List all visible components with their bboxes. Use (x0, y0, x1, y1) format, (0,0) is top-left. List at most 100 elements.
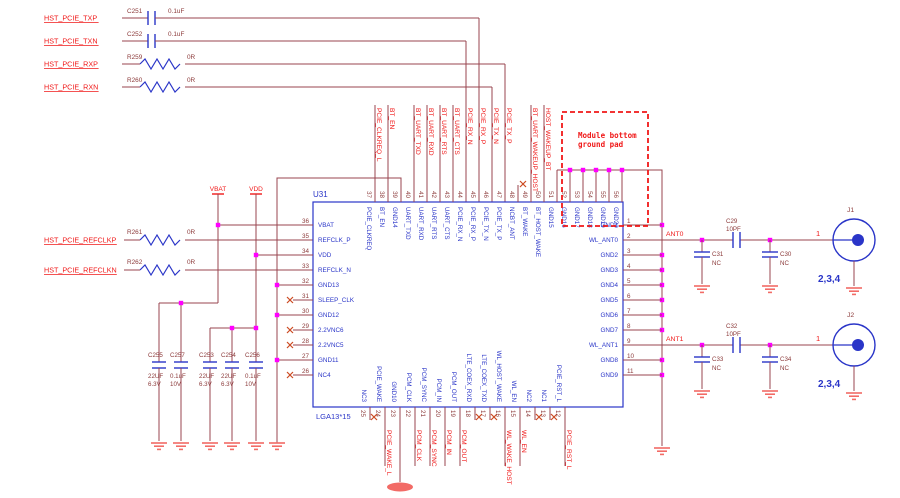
bottom-pin-17-name: LTE_COEX_TXD (480, 354, 487, 402)
bottom-pin-24-number: 24 (374, 410, 381, 417)
top-pin-49-number: 49 (521, 191, 528, 198)
junction-dot (215, 222, 221, 228)
top-pin-50-number: 50 (534, 191, 541, 198)
net-label-PCM_CLK: PCM_CLK (415, 430, 422, 462)
bottom-pin-13-number: 13 (539, 410, 546, 417)
bottom-pin-16-name: WL_HOST_WAKE (495, 351, 502, 402)
top-pin-45-number: 45 (469, 191, 476, 198)
left-pin-31-number: 31 (302, 293, 310, 300)
right-pin-5-number: 5 (627, 278, 631, 285)
value-C31: NC (712, 260, 721, 267)
left-pin-30-number: 30 (302, 308, 310, 315)
top-pin-56-name: GND20 (612, 207, 619, 228)
top-pin-48-name: NCBT_ANT (508, 207, 515, 240)
top-pin-45-name: PCIE_RX_P (469, 207, 476, 241)
net-label-HST_PCIE_REFCLKP: HST_PCIE_REFCLKP (44, 236, 117, 245)
left-pin-35-name: REFCLK_P (318, 237, 351, 244)
junction-dot (619, 167, 625, 173)
no-connect-x (475, 413, 483, 421)
right-pin-11-number: 11 (627, 368, 634, 375)
top-pin-38-name: BT_EN (378, 207, 385, 227)
top-pin-42-number: 42 (430, 191, 437, 198)
value-C30: NC (780, 260, 789, 267)
no-connect-x (550, 413, 558, 421)
wire (557, 169, 663, 446)
value-R260: 0R (187, 77, 196, 84)
top-pin-37-number: 37 (365, 191, 372, 198)
net-label-PCIE_RST_L: PCIE_RST_L (565, 430, 572, 470)
bottom-pin-17-number: 17 (479, 410, 486, 417)
left-pin-31-name: SLEEP_CLK (318, 297, 355, 304)
top-pin-43-name: UART_CTS (443, 207, 450, 240)
top-pin-39-number: 39 (391, 191, 398, 198)
junction-dot (178, 300, 184, 306)
junction-dot (567, 167, 573, 173)
connector-center-pin (852, 339, 864, 351)
rating-C255: 6.3V (148, 381, 162, 388)
top-pin-40-name: UART_TXD (404, 207, 411, 240)
net-label-BT_UART_WAKEUP_HOST: BT_UART_WAKEUP_HOST (531, 108, 538, 192)
power-symbol-vdd: VDD (249, 186, 263, 193)
top-pin-55-name: GND19 (599, 207, 606, 228)
top-pin-47-number: 47 (495, 191, 502, 198)
bottom-pin-25-name: NC3 (360, 390, 367, 403)
refdes-C251: C251 (127, 8, 143, 15)
right-pin-6-number: 6 (627, 293, 631, 300)
refdes-C257: C257 (170, 352, 185, 359)
bottom-pin-23-number: 23 (389, 410, 396, 417)
left-pin-33-name: REFCLK_N (318, 267, 351, 274)
value-C255: 22UF (148, 373, 163, 380)
refdes-C254: C254 (221, 352, 236, 359)
refdes-C255: C255 (148, 352, 163, 359)
value-C252: 0.1uF (168, 31, 184, 38)
bottom-pin-14-name: NC2 (525, 390, 532, 403)
net-label-HST_PCIE_REFCLKN: HST_PCIE_REFCLKN (44, 266, 117, 275)
net-label-WL_EN: WL_EN (520, 430, 527, 453)
refdes-C253: C253 (199, 352, 214, 359)
junction-dot (253, 252, 259, 258)
bottom-pin-13-name: NC1 (540, 390, 547, 403)
value-R262: 0R (187, 259, 196, 266)
refdes-R259: R259 (127, 54, 143, 61)
top-pin-48-number: 48 (508, 191, 515, 198)
top-pin-41-number: 41 (417, 191, 424, 198)
right-pin-10-name: GND8 (601, 357, 619, 364)
bottom-pin-21-name: PCM_SYNC (420, 368, 427, 403)
top-pin-50-name: BT_HOST_WAKE (534, 207, 541, 257)
ground-pad-note-box (561, 111, 649, 227)
right-pin-5-name: GND4 (601, 282, 619, 289)
resistor-symbol (139, 80, 181, 94)
junction-dot (274, 357, 280, 363)
value-C256: 0.1uF (245, 373, 261, 380)
ground-pad-ellipse (387, 482, 413, 492)
top-pin-40-number: 40 (404, 191, 411, 198)
bottom-pin-14-number: 14 (524, 410, 531, 417)
right-pin-8-number: 8 (627, 323, 631, 330)
no-connect-x (370, 413, 378, 421)
net-label-ANT0: ANT0 (666, 231, 684, 238)
top-pin-38-number: 38 (378, 191, 385, 198)
left-pin-36-name: VBAT (318, 222, 334, 229)
top-pin-43-number: 43 (443, 191, 450, 198)
left-pin-30-name: GND12 (318, 312, 339, 319)
net-label-PCM_OUT: PCM_OUT (460, 430, 467, 462)
top-pin-37-name: PCIE_CLKREQ (365, 207, 372, 251)
right-pin-2-name: WL_ANT0 (589, 237, 619, 244)
value-R259: 0R (187, 54, 196, 61)
rating-C257: 10V (170, 381, 182, 388)
junction-dot (274, 282, 280, 288)
no-connect-x (519, 180, 527, 188)
right-pin-1-name: GND1 (601, 222, 619, 229)
top-pin-46-name: PCIE_TX_N (482, 207, 489, 241)
bottom-pin-12-name: PCIE_RST_L (555, 365, 562, 403)
net-label-BT_UART_RXD: BT_UART_RXD (427, 108, 434, 156)
junction-dot (274, 312, 280, 318)
refdes-C33: C33 (712, 356, 724, 363)
net-label-PCIE_TX_N: PCIE_TX_N (492, 108, 499, 144)
refdes-J2: J2 (847, 312, 854, 319)
value-C254: 22UF (221, 373, 236, 380)
left-pin-32-name: GND13 (318, 282, 339, 289)
net-label-BT_UART_RTS: BT_UART_RTS (440, 108, 447, 155)
